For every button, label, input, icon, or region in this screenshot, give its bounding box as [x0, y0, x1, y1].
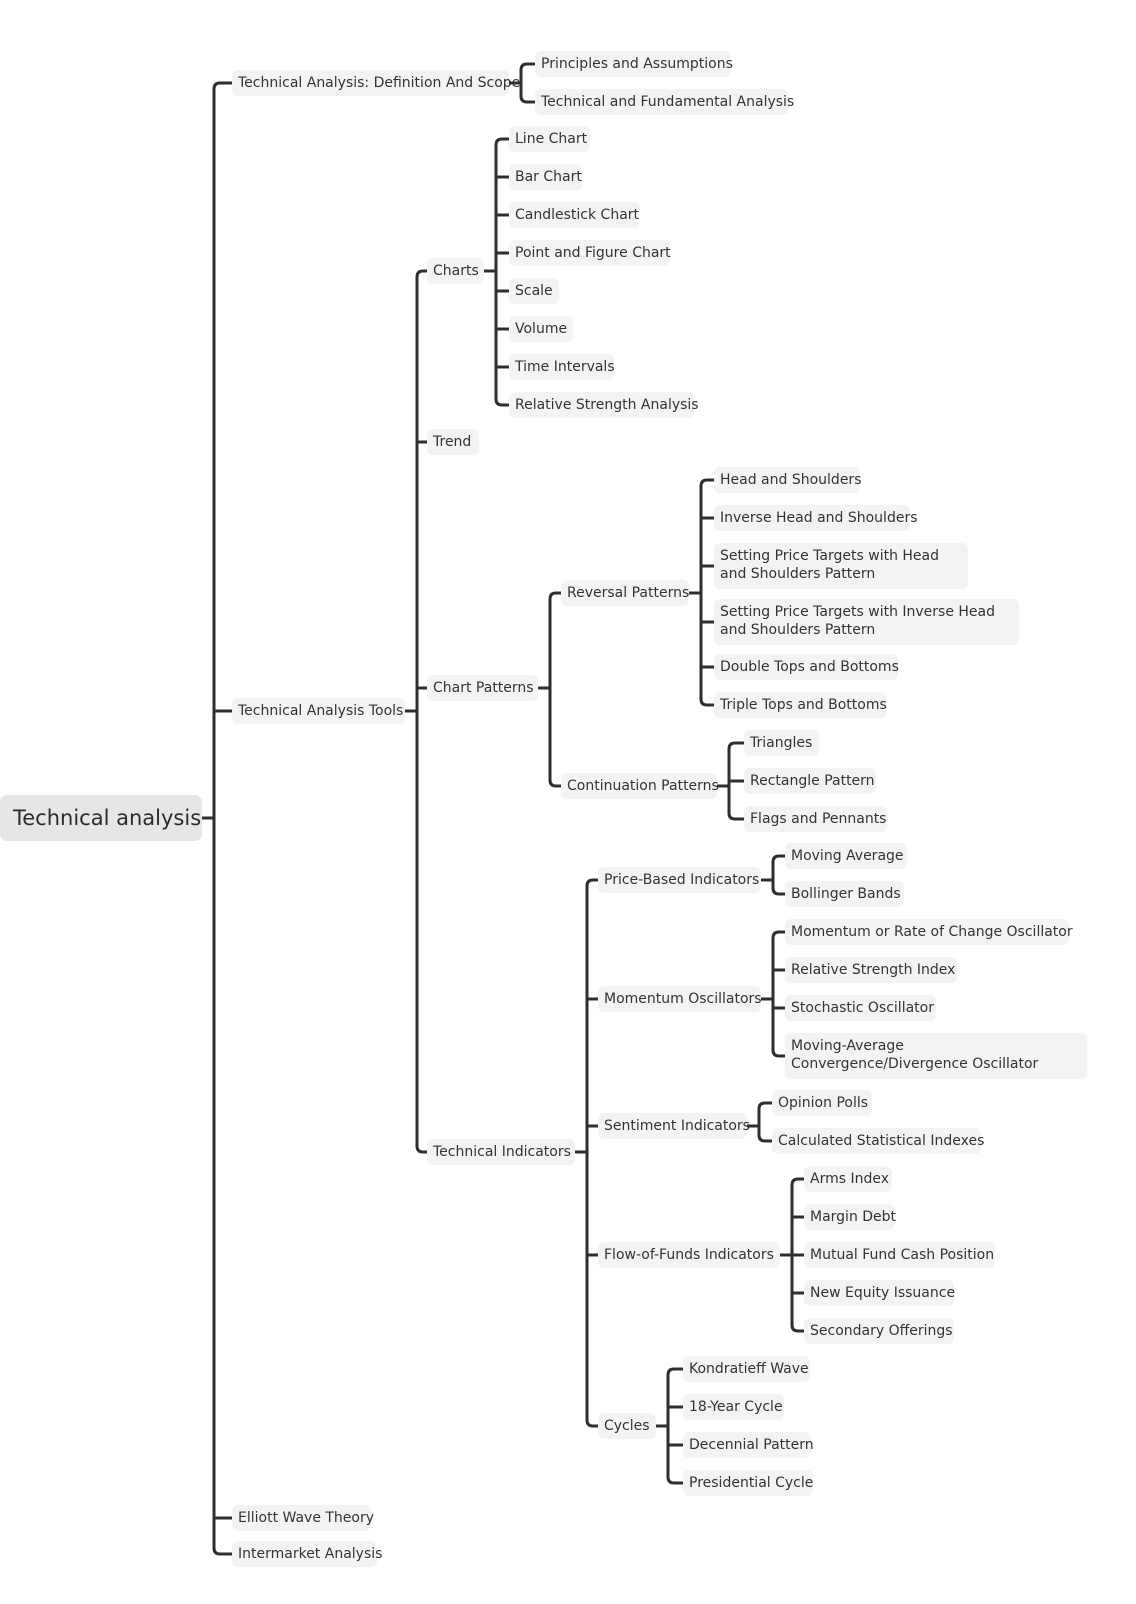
- topic-continuation-patterns[interactable]: Continuation Patterns: [561, 773, 719, 799]
- topic-triple-tops-and-bottoms[interactable]: Triple Tops and Bottoms: [714, 692, 887, 718]
- topic-double-tops-and-bottoms[interactable]: Double Tops and Bottoms: [714, 654, 899, 680]
- topic-mutual-fund-cash-position[interactable]: Mutual Fund Cash Position: [804, 1242, 995, 1268]
- connector-root-children-1: [403, 269, 429, 1154]
- connector-root-children-1-children-0: [482, 137, 511, 407]
- topic-relative-strength-index[interactable]: Relative Strength Index: [785, 957, 957, 983]
- topic-principles-and-assumptions[interactable]: Principles and Assumptions: [535, 51, 733, 77]
- topic-new-equity-issuance[interactable]: New Equity Issuance: [804, 1280, 955, 1306]
- topic-margin-debt[interactable]: Margin Debt: [804, 1204, 896, 1230]
- topic-chart-patterns[interactable]: Chart Patterns: [427, 675, 538, 701]
- topic-relative-strength-analysis[interactable]: Relative Strength Analysis: [509, 392, 699, 418]
- topic-technical-analysis-definition-and-scope[interactable]: Technical Analysis: Definition And Scope: [232, 70, 520, 96]
- topic-elliott-wave-theory[interactable]: Elliott Wave Theory: [232, 1505, 374, 1531]
- topic-momentum-or-rate-of-change-oscillator[interactable]: Momentum or Rate of Change Oscillator: [785, 919, 1073, 945]
- topic-candlestick-chart[interactable]: Candlestick Chart: [509, 202, 640, 228]
- topic-sentiment-indicators[interactable]: Sentiment Indicators: [598, 1113, 750, 1139]
- topic-intermarket-analysis[interactable]: Intermarket Analysis: [232, 1541, 382, 1567]
- connector-root-children-1-children-2-children-1: [715, 741, 746, 821]
- topic-decennial-pattern[interactable]: Decennial Pattern: [683, 1432, 814, 1458]
- connector-root-children-1-children-2: [536, 591, 563, 788]
- topic-kondratieff-wave[interactable]: Kondratieff Wave: [683, 1356, 810, 1382]
- topic-trend[interactable]: Trend: [427, 429, 479, 455]
- topic-reversal-patterns[interactable]: Reversal Patterns: [561, 580, 689, 606]
- connector-root-children-1-children-3-children-4: [654, 1367, 685, 1485]
- connector-root-children-0: [507, 62, 537, 104]
- topic-head-and-shoulders[interactable]: Head and Shoulders: [714, 467, 861, 493]
- root-topic[interactable]: Technical analysis: [0, 795, 202, 841]
- topic-point-and-figure-chart[interactable]: Point and Figure Chart: [509, 240, 671, 266]
- connector-root-children-1-children-2-children-0: [687, 478, 716, 707]
- topic-technical-analysis-tools[interactable]: Technical Analysis Tools: [232, 698, 405, 724]
- topic-line-chart[interactable]: Line Chart: [509, 126, 590, 152]
- topic-secondary-offerings[interactable]: Secondary Offerings: [804, 1318, 954, 1344]
- topic-bollinger-bands[interactable]: Bollinger Bands: [785, 881, 904, 907]
- topic-setting-price-targets-with-head-and-shoulders-pattern[interactable]: Setting Price Targets with Head and Shou…: [714, 543, 968, 589]
- topic-stochastic-oscillator[interactable]: Stochastic Oscillator: [785, 995, 936, 1021]
- topic-charts[interactable]: Charts: [427, 258, 484, 284]
- topic-moving-average-convergence-divergence-oscillator[interactable]: Moving-Average Convergence/Divergence Os…: [785, 1033, 1087, 1079]
- topic-presidential-cycle[interactable]: Presidential Cycle: [683, 1470, 813, 1496]
- topic-opinion-polls[interactable]: Opinion Polls: [772, 1090, 872, 1116]
- connector-root-children-1-children-3: [573, 878, 600, 1428]
- topic-price-based-indicators[interactable]: Price-Based Indicators: [598, 867, 761, 893]
- topic-triangles[interactable]: Triangles: [744, 730, 819, 756]
- connector-root-children-1-children-3-children-1: [759, 930, 787, 1058]
- topic-momentum-oscillators[interactable]: Momentum Oscillators: [598, 986, 762, 1012]
- topic-rectangle-pattern[interactable]: Rectangle Pattern: [744, 768, 876, 794]
- topic-flags-and-pennants[interactable]: Flags and Pennants: [744, 806, 887, 832]
- topic-moving-average[interactable]: Moving Average: [785, 843, 907, 869]
- topic-cycles[interactable]: Cycles: [598, 1413, 656, 1439]
- topic-time-intervals[interactable]: Time Intervals: [509, 354, 615, 380]
- topic-18-year-cycle[interactable]: 18-Year Cycle: [683, 1394, 784, 1420]
- topic-technical-and-fundamental-analysis[interactable]: Technical and Fundamental Analysis: [535, 89, 794, 115]
- topic-arms-index[interactable]: Arms Index: [804, 1166, 892, 1192]
- connector-root-children-1-children-3-children-2: [745, 1101, 774, 1143]
- topic-volume[interactable]: Volume: [509, 316, 573, 342]
- topic-bar-chart[interactable]: Bar Chart: [509, 164, 583, 190]
- connector-root: [200, 81, 234, 1556]
- topic-calculated-statistical-indexes[interactable]: Calculated Statistical Indexes: [772, 1128, 984, 1154]
- topic-scale[interactable]: Scale: [509, 278, 559, 304]
- connector-root-children-1-children-3-children-0: [759, 854, 787, 896]
- connector-root-children-1-children-3-children-3: [778, 1177, 806, 1333]
- topic-inverse-head-and-shoulders[interactable]: Inverse Head and Shoulders: [714, 505, 918, 531]
- topic-setting-price-targets-with-inverse-head-and-shoulders-pattern[interactable]: Setting Price Targets with Inverse Head …: [714, 599, 1019, 645]
- topic-technical-indicators[interactable]: Technical Indicators: [427, 1139, 575, 1165]
- topic-flow-of-funds-indicators[interactable]: Flow-of-Funds Indicators: [598, 1242, 780, 1268]
